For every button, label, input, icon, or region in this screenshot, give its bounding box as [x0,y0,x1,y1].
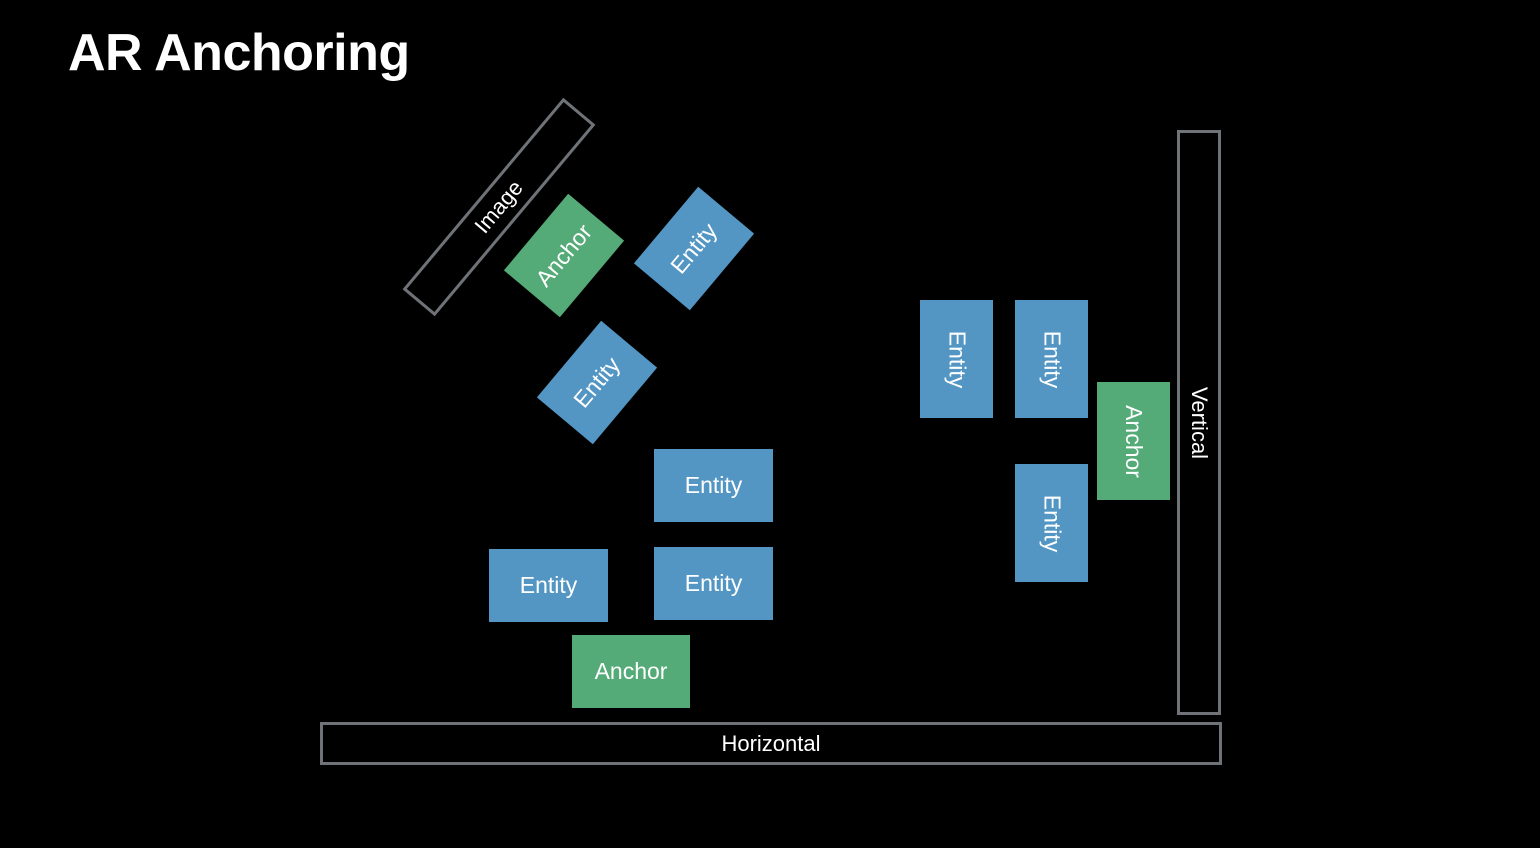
horizontal-plane: Horizontal [320,722,1222,765]
image-entity-2: Entity [536,320,658,445]
vertical-entity-2-label: Entity [1039,330,1065,388]
image-plane-label: Image [469,175,528,239]
horizontal-entity-1: Entity [654,449,773,522]
vertical-entity-2: Entity [1015,300,1088,418]
vertical-plane: Vertical [1177,130,1221,715]
horizontal-entity-1-label: Entity [684,472,743,498]
image-entity-1-label: Entity [665,217,723,279]
horizontal-entity-3-label: Entity [684,570,743,596]
vertical-entity-3: Entity [1015,464,1088,582]
image-entity-2-label: Entity [568,351,626,413]
vertical-plane-label: Vertical [1187,386,1212,459]
horizontal-entity-3: Entity [654,547,773,620]
vertical-entity-3-label: Entity [1039,494,1065,552]
horizontal-anchor-label: Anchor [594,658,668,684]
vertical-entity-1: Entity [920,300,993,418]
vertical-anchor: Anchor [1097,382,1170,500]
image-entity-1: Entity [633,186,755,311]
horizontal-entity-2: Entity [489,549,608,622]
horizontal-entity-2-label: Entity [519,572,578,598]
vertical-anchor-label: Anchor [1121,404,1147,478]
horizontal-plane-label: Horizontal [721,730,821,756]
vertical-entity-1-label: Entity [944,330,970,388]
image-anchor-label: Anchor [530,218,597,292]
page-title: AR Anchoring [68,24,410,82]
horizontal-anchor: Anchor [572,635,690,708]
